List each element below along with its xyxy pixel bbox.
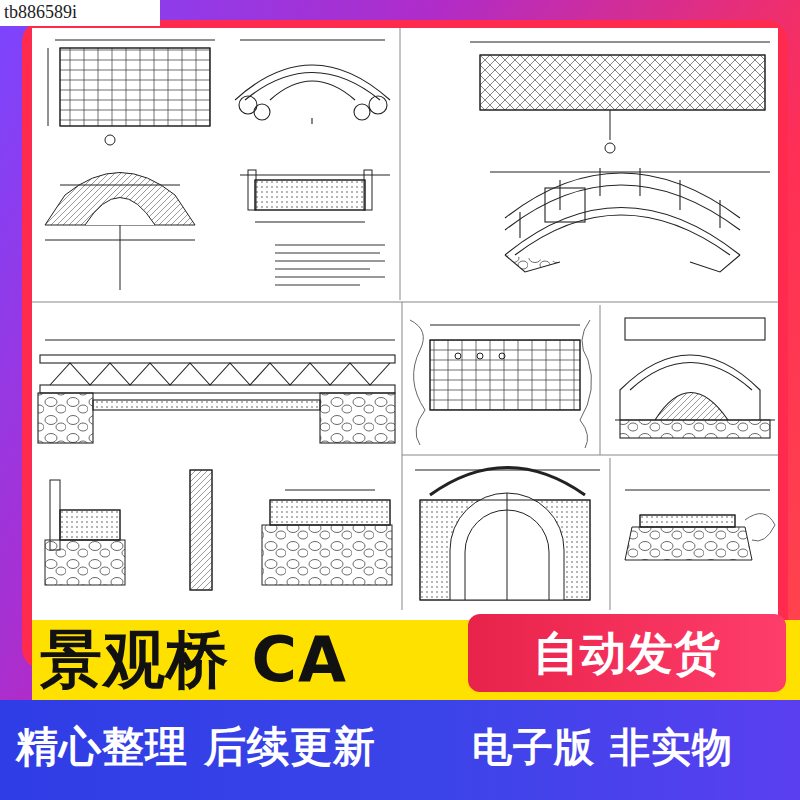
product-title: 景观桥 CA [40, 626, 347, 694]
arch-bridge-elevation [235, 40, 390, 124]
auto-delivery-badge: 自动发货 [468, 614, 786, 692]
stone-bridge-section [415, 468, 775, 601]
slogan-text: 精心整理 后续更新 [16, 724, 376, 770]
bottom-band: 精心整理 后续更新 电子版 非实物 [0, 700, 800, 800]
title-band: 景观桥 CA [32, 620, 472, 700]
arch-section [45, 170, 390, 290]
notes-lines [275, 245, 385, 285]
stone-bridge-elevation [615, 318, 775, 438]
stone-bridge-plan [410, 320, 592, 448]
section-details [45, 470, 392, 590]
slogan-text: 电子版 非实物 [472, 725, 733, 769]
bridge-plan [470, 42, 770, 153]
watermark: tb886589i [4, 3, 77, 23]
truss-bridge [38, 340, 395, 443]
panel-border [32, 28, 778, 610]
bridge-plan [48, 40, 215, 145]
arch-bridge-railing [490, 168, 770, 272]
badge-text: 自动发货 [533, 628, 721, 679]
bottom-band-ground [0, 700, 800, 800]
